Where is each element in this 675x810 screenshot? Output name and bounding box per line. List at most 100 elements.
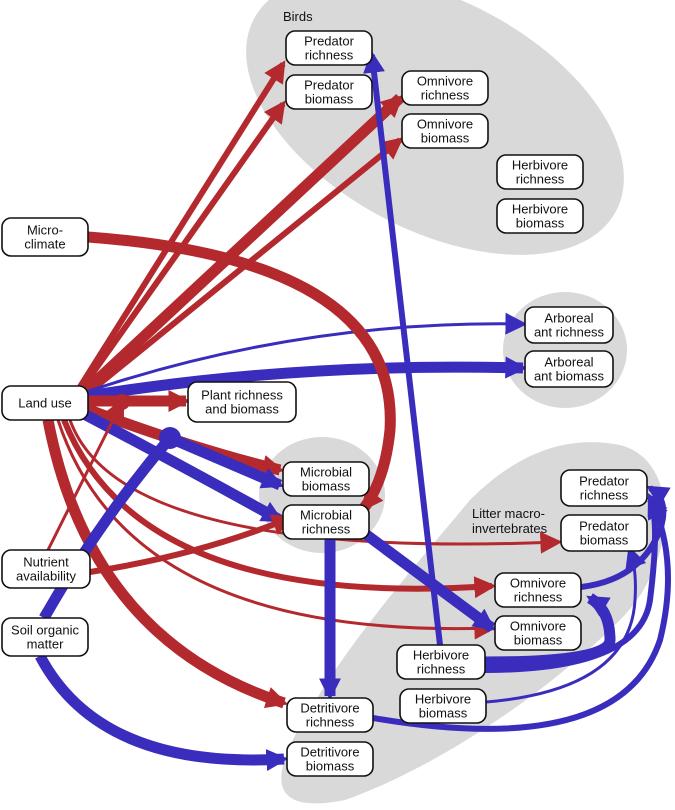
node-label-line2: climate bbox=[24, 237, 65, 252]
node-box bbox=[285, 30, 373, 66]
node-label-line1: Omnivore bbox=[417, 117, 473, 132]
node-label-line2: ant richness bbox=[534, 325, 605, 340]
node-label-line1: Arboreal bbox=[544, 355, 593, 370]
node-box bbox=[1, 617, 89, 657]
node-box bbox=[496, 154, 584, 190]
node-label-line1: Predator bbox=[579, 474, 630, 489]
node-box bbox=[286, 741, 374, 777]
node-label-line2: richness bbox=[417, 662, 466, 677]
edge-land-use-to-bird-omni-bio bbox=[80, 137, 404, 401]
node-label-line1: Herbivore bbox=[413, 648, 469, 663]
node-label-line2: and biomass bbox=[205, 402, 279, 417]
node-box bbox=[494, 615, 582, 651]
node-label-line2: biomass bbox=[305, 92, 354, 107]
node-land-use: Land use bbox=[1, 385, 89, 421]
litter-group-label-line2: invertebrates bbox=[472, 521, 548, 536]
edge-land-use-to-arb-rich bbox=[85, 312, 528, 394]
node-label-line2: biomass bbox=[302, 479, 351, 494]
edge-microclimate-to-mic-rich bbox=[87, 231, 396, 512]
birds-group-label: Birds bbox=[283, 9, 313, 24]
node-box bbox=[1, 385, 89, 421]
node-label-line2: biomass bbox=[421, 131, 470, 146]
soil-interaction-dot bbox=[159, 427, 181, 449]
edge-land-use-to-arb-bio bbox=[87, 356, 528, 402]
node-label-line2: matter bbox=[27, 637, 65, 652]
edge-soil-to-det-bio bbox=[35, 653, 289, 772]
node-label-line1: Predator bbox=[304, 34, 355, 49]
node-label-line1: Herbivore bbox=[512, 158, 568, 173]
node-label-line2: ant biomass bbox=[534, 369, 605, 384]
node-box bbox=[524, 306, 614, 344]
node-label-line1: Predator bbox=[304, 78, 355, 93]
node-label-line1: Micro- bbox=[27, 223, 63, 238]
edge-soil-to-mic-bio bbox=[39, 431, 285, 621]
node-label-line2: biomass bbox=[306, 759, 355, 774]
node-box bbox=[401, 70, 489, 106]
node-label-line2: richness bbox=[302, 522, 351, 537]
node-label-line1: Detritivore bbox=[300, 701, 359, 716]
node-label-line1: Omnivore bbox=[510, 619, 566, 634]
node-label-line1: Land use bbox=[18, 396, 72, 411]
node-box bbox=[560, 469, 648, 507]
node-box bbox=[282, 504, 370, 540]
edge-nutrient-to-mic-rich bbox=[89, 514, 295, 575]
node-box bbox=[1, 217, 89, 257]
node-box bbox=[494, 572, 582, 608]
node-label-line2: richness bbox=[514, 590, 563, 605]
node-box bbox=[187, 381, 297, 423]
edge-lit-herb-rich-to-bird-pred-rich bbox=[363, 50, 443, 646]
node-label-line1: Detritivore bbox=[300, 745, 359, 760]
node-box bbox=[286, 697, 374, 733]
node-label-line1: Microbial bbox=[300, 465, 352, 480]
edge-land-use-to-bird-pred-rich bbox=[75, 60, 286, 392]
node-label-line2: biomass bbox=[419, 706, 468, 721]
edge-lit-herb-rich-to-lit-omni-rich bbox=[484, 593, 616, 668]
edge-nutrient-to-plant bbox=[46, 398, 124, 551]
node-box bbox=[396, 644, 486, 680]
node-label-line1: Herbivore bbox=[415, 692, 471, 707]
node-label-line2: richness bbox=[516, 172, 565, 187]
edge-lit-herb-rich-to-lit-pred-rich bbox=[484, 496, 668, 673]
litter-group-label-line1: Litter macro- bbox=[472, 506, 545, 521]
node-label-line1: Microbial bbox=[300, 508, 352, 523]
node-box bbox=[282, 461, 370, 497]
node-label-line1: Predator bbox=[579, 519, 630, 534]
node-box bbox=[560, 514, 648, 552]
node-box bbox=[1, 549, 91, 589]
node-label-line1: Soil organic bbox=[11, 623, 79, 638]
node-label-line2: biomass bbox=[514, 633, 563, 648]
node-label-line2: biomass bbox=[516, 216, 565, 231]
node-box bbox=[496, 198, 584, 234]
node-microclimate: Micro-climate bbox=[1, 217, 89, 257]
node-label-line1: Omnivore bbox=[510, 576, 566, 591]
node-box bbox=[401, 113, 489, 149]
birds-group bbox=[246, 0, 624, 255]
edges-layer bbox=[35, 50, 671, 772]
node-label-line1: Plant richness bbox=[201, 388, 283, 403]
node-label-line1: Nutrient bbox=[23, 555, 69, 570]
node-label-line1: Omnivore bbox=[417, 74, 473, 89]
edge-lit-herb-bio-to-lit-pred-bio bbox=[485, 545, 647, 704]
node-label-line2: richness bbox=[580, 488, 629, 503]
nutrient-interaction-dot bbox=[114, 394, 130, 410]
node-label-line2: richness bbox=[305, 48, 354, 63]
